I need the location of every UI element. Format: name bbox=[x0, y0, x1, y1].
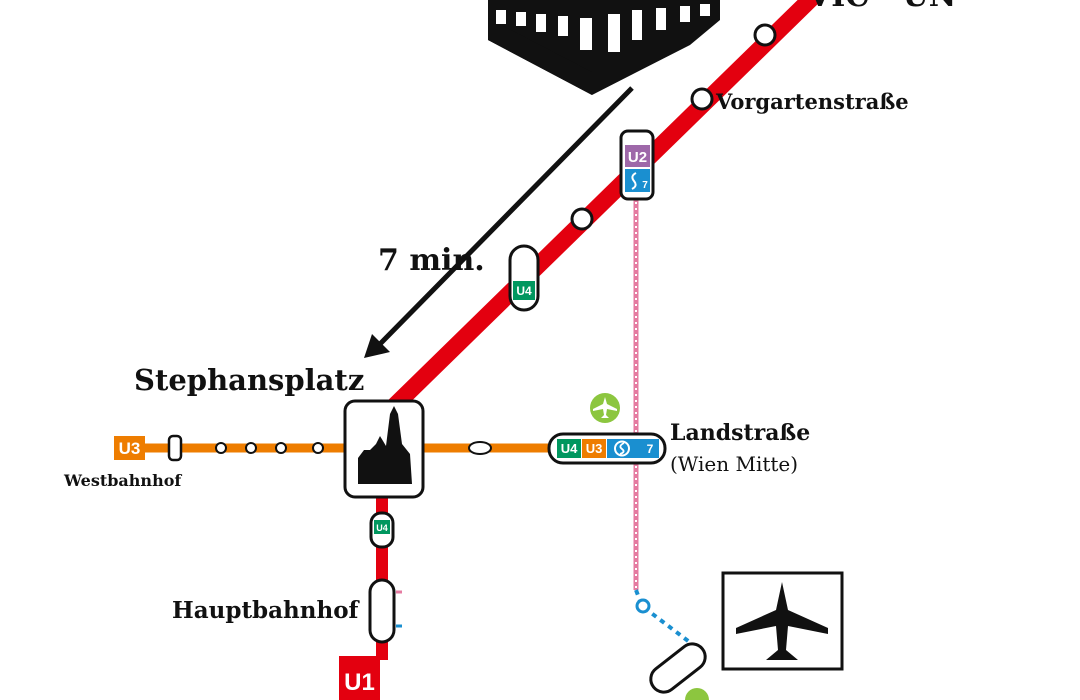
airport-small-icon-bg bbox=[685, 688, 709, 700]
u1-line-track bbox=[374, 0, 822, 427]
s-bahn-icon bbox=[614, 440, 630, 457]
airport-icon[interactable] bbox=[721, 571, 844, 671]
s-bahn-icon bbox=[619, 442, 625, 455]
u3-badge bbox=[582, 439, 606, 458]
station-label-stephansplatz: Stephansplatz bbox=[134, 363, 364, 397]
vienna-international-centre-icon bbox=[488, 0, 720, 95]
s7-badge-label: 7 bbox=[642, 180, 648, 191]
station-label-westbahnhof: Westbahnhof bbox=[63, 471, 182, 490]
u2-badge-label: U2 bbox=[628, 149, 647, 166]
station-karlsplatz[interactable]: U4 bbox=[369, 511, 395, 549]
s7-badge bbox=[625, 169, 650, 192]
station-stop-u3-herrengasse[interactable] bbox=[312, 442, 324, 454]
station-stop-westbahnhof[interactable] bbox=[167, 434, 183, 462]
station-stop-u1-kaisermuehlen[interactable] bbox=[753, 23, 777, 47]
u3-badge-label: U3 bbox=[119, 439, 141, 458]
airport-small-icon bbox=[593, 397, 617, 418]
travel-arrow-head bbox=[364, 334, 390, 358]
u1-badge-label: U1 bbox=[344, 669, 375, 696]
u4-badge bbox=[513, 281, 535, 300]
travel-time-label: 7 min. bbox=[378, 243, 485, 278]
u4-badge bbox=[374, 520, 390, 534]
station-label-hauptbahnhof: Hauptbahnhof bbox=[172, 597, 361, 624]
s7-badge-label: 7 bbox=[647, 442, 654, 456]
u1-badge bbox=[339, 656, 380, 700]
u3-badge-label: U3 bbox=[586, 441, 603, 456]
u4-badge-label: U4 bbox=[561, 441, 578, 456]
station-stop-vorgartenstrasse[interactable] bbox=[690, 87, 714, 111]
station-stop-s7-haidestrasse[interactable] bbox=[635, 598, 651, 614]
station-stop-flughafen[interactable] bbox=[646, 639, 711, 698]
station-label-vic-un: VIC - UN bbox=[807, 0, 956, 14]
station-label-vorgartenstrasse: Vorgartenstraße bbox=[715, 89, 909, 114]
u2-badge bbox=[625, 145, 650, 167]
station-stephansplatz[interactable] bbox=[343, 399, 425, 499]
station-stop-u3-stubentor[interactable] bbox=[468, 441, 492, 455]
station-schwedenplatz[interactable]: U4 bbox=[508, 244, 540, 312]
station-stop-u1-nestroyplatz[interactable] bbox=[570, 207, 594, 231]
u4-badge bbox=[557, 439, 581, 458]
s-bahn-icon bbox=[631, 172, 637, 190]
station-sublabel-wien-mitte: (Wien Mitte) bbox=[670, 452, 798, 476]
station-landstrasse[interactable]: U4 U3 7 bbox=[547, 432, 667, 465]
u3-badge bbox=[114, 436, 145, 460]
u4-badge-label: U4 bbox=[516, 284, 532, 298]
station-stop-hauptbahnhof[interactable] bbox=[368, 578, 396, 644]
station-praterstern[interactable]: U2 7 bbox=[619, 129, 655, 201]
station-stop-u3-volkstheater[interactable] bbox=[275, 442, 287, 454]
station-label-landstrasse: Landstraße bbox=[670, 420, 810, 446]
station-stop-u3-neubaugasse[interactable] bbox=[245, 442, 257, 454]
cathedral-icon bbox=[358, 406, 412, 484]
station-stop-u3-zieglergasse[interactable] bbox=[215, 442, 227, 454]
u4-badge-label: U4 bbox=[376, 523, 388, 533]
travel-arrow-shaft bbox=[378, 86, 634, 346]
